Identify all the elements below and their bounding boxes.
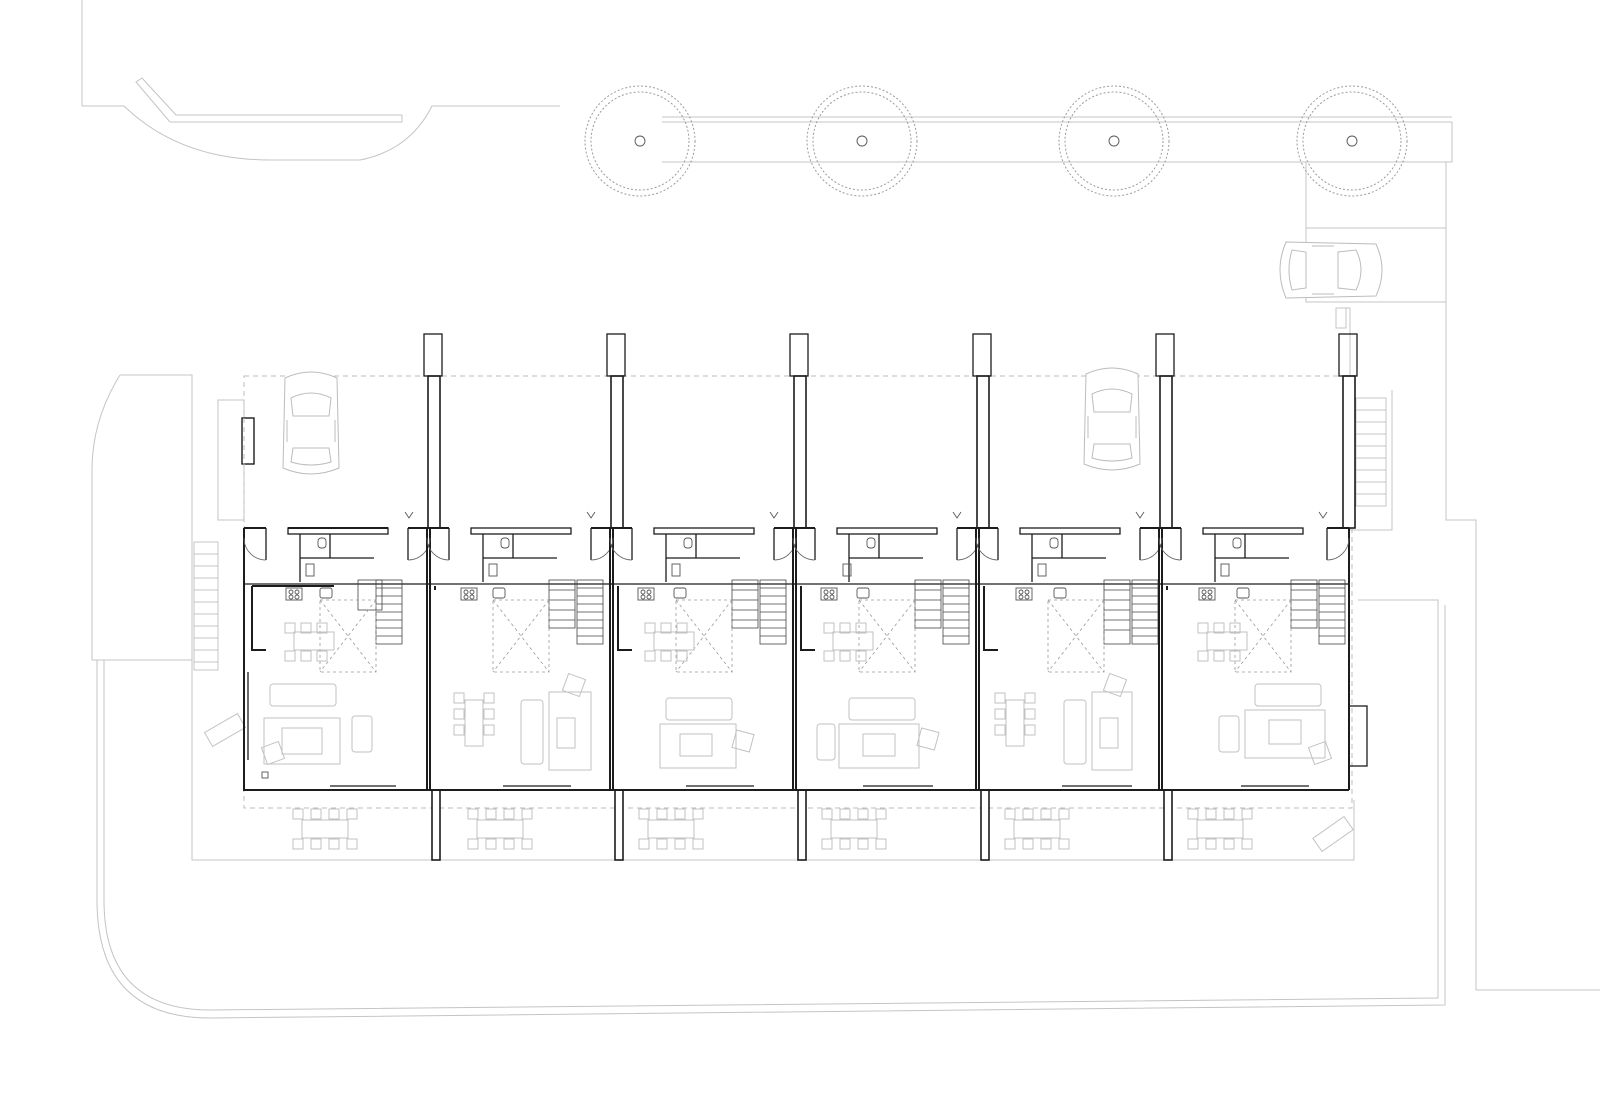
house-unit-4 <box>792 527 980 850</box>
house-unit-2 <box>426 527 614 850</box>
car-2 <box>1083 367 1141 471</box>
house-unit-1 <box>243 527 431 850</box>
house-unit-5 <box>975 527 1163 850</box>
tree-3 <box>1058 85 1170 197</box>
house-unit-3 <box>609 527 797 850</box>
entrance-markers <box>404 511 1328 519</box>
site-context <box>81 0 1600 1019</box>
house-unit-6 <box>1158 527 1368 850</box>
tree-4 <box>1296 85 1408 197</box>
tree-1 <box>584 85 696 197</box>
street-trees <box>584 85 1408 197</box>
parked-cars <box>282 241 1383 475</box>
car-1 <box>282 371 340 475</box>
car-3 <box>1279 241 1383 299</box>
tree-2 <box>806 85 918 197</box>
party-walls <box>423 333 1358 861</box>
